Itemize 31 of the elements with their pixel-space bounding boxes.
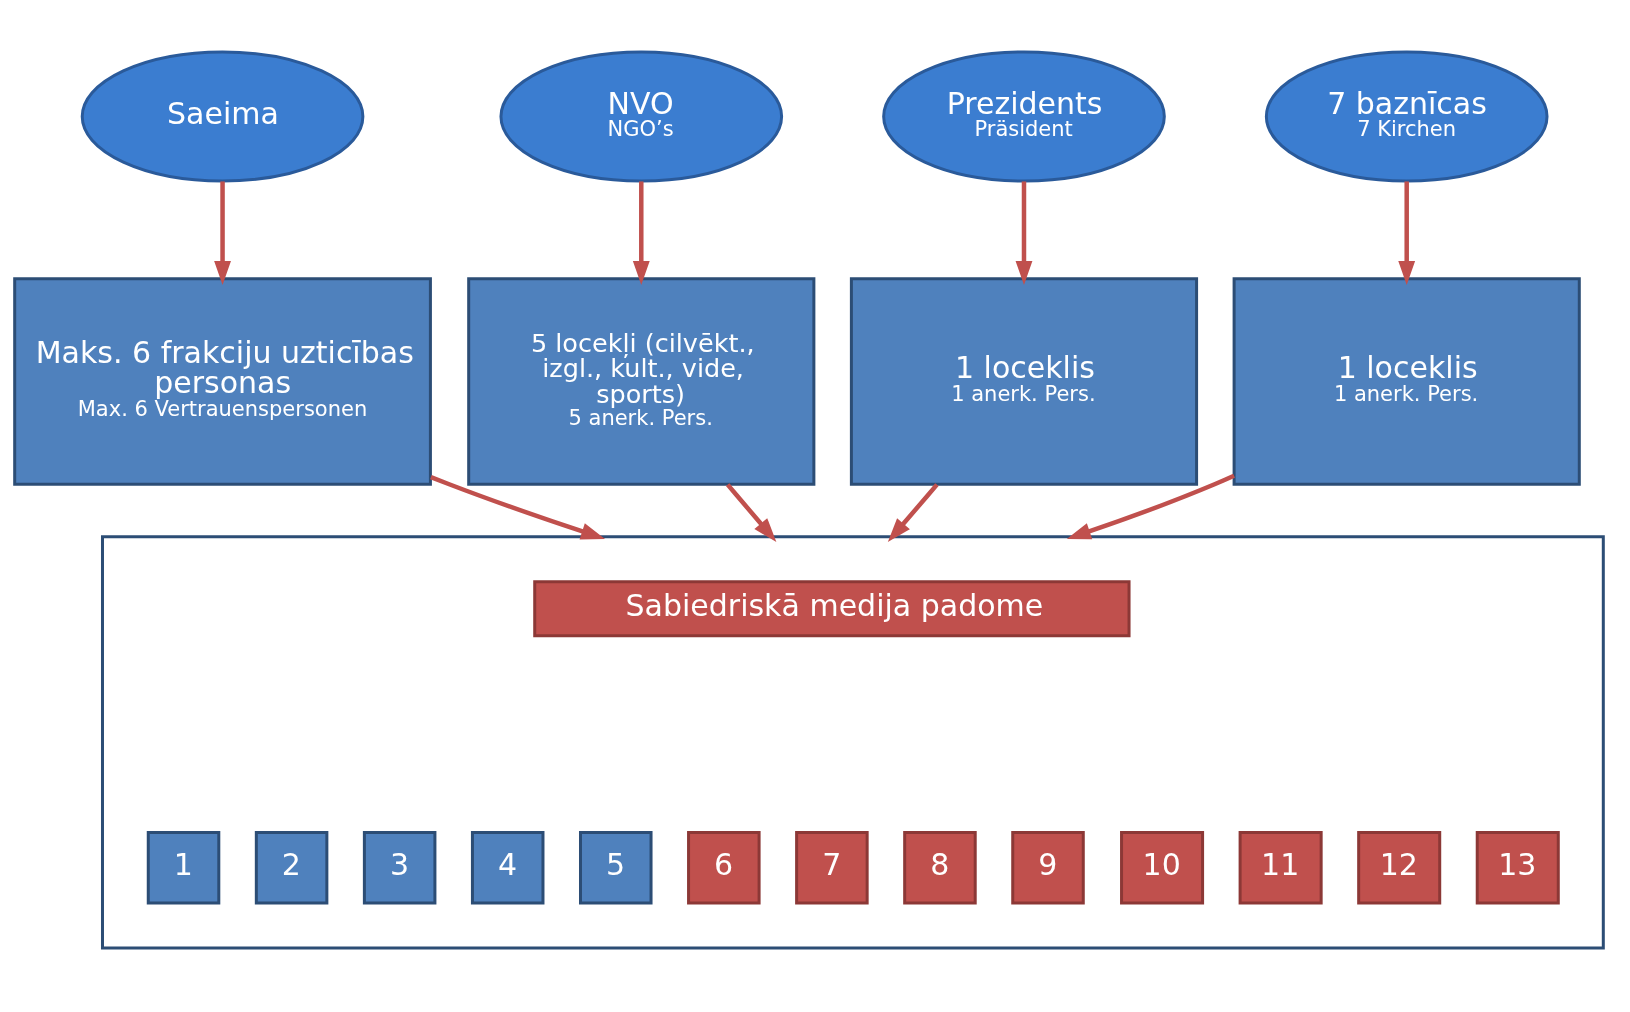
arrow <box>887 483 939 542</box>
node-box: 13 <box>1475 830 1560 905</box>
node-ellipse: Prezidents Präsident <box>882 50 1166 183</box>
node-box: 3 <box>362 830 437 905</box>
node-box: 7 <box>795 830 869 905</box>
node-box: 4 <box>470 830 545 905</box>
node-box: 6 <box>687 830 761 905</box>
node-ellipse: NVO NGO’s <box>499 50 784 183</box>
arrow <box>430 475 606 540</box>
arrow <box>1066 473 1235 540</box>
node-box: 2 <box>254 830 329 905</box>
node-box: 9 <box>1011 830 1085 905</box>
arrow <box>725 483 777 542</box>
arrow <box>632 181 650 286</box>
node-box: 1 loceklis 1 anerk. Pers. <box>1232 277 1581 486</box>
node-box: 8 <box>903 830 977 905</box>
node-box: Maks. 6 frakciju uzticības personas Max. 6 Vertrauenspersonen <box>13 277 432 486</box>
node-box: 5 locekļi (cilvēkt., izgl., kult., vide, sports) 5 anerk. Pers. <box>467 277 816 486</box>
node-box: 12 <box>1357 830 1442 905</box>
node-ellipse: Saeima <box>80 50 365 183</box>
cluster <box>101 535 1605 950</box>
node-box: Sabiedriskā medija padome <box>533 580 1131 638</box>
node-box: 1 loceklis 1 anerk. Pers. <box>849 277 1199 486</box>
node-box: 1 <box>146 830 221 905</box>
arrow <box>1398 181 1416 286</box>
node-ellipse: 7 baznīcas 7 Kirchen <box>1264 50 1549 183</box>
node-box: 10 <box>1120 830 1205 905</box>
node-box: 11 <box>1238 830 1323 905</box>
node-box: 5 <box>579 830 653 905</box>
arrow <box>214 181 231 286</box>
arrow <box>1015 181 1033 286</box>
